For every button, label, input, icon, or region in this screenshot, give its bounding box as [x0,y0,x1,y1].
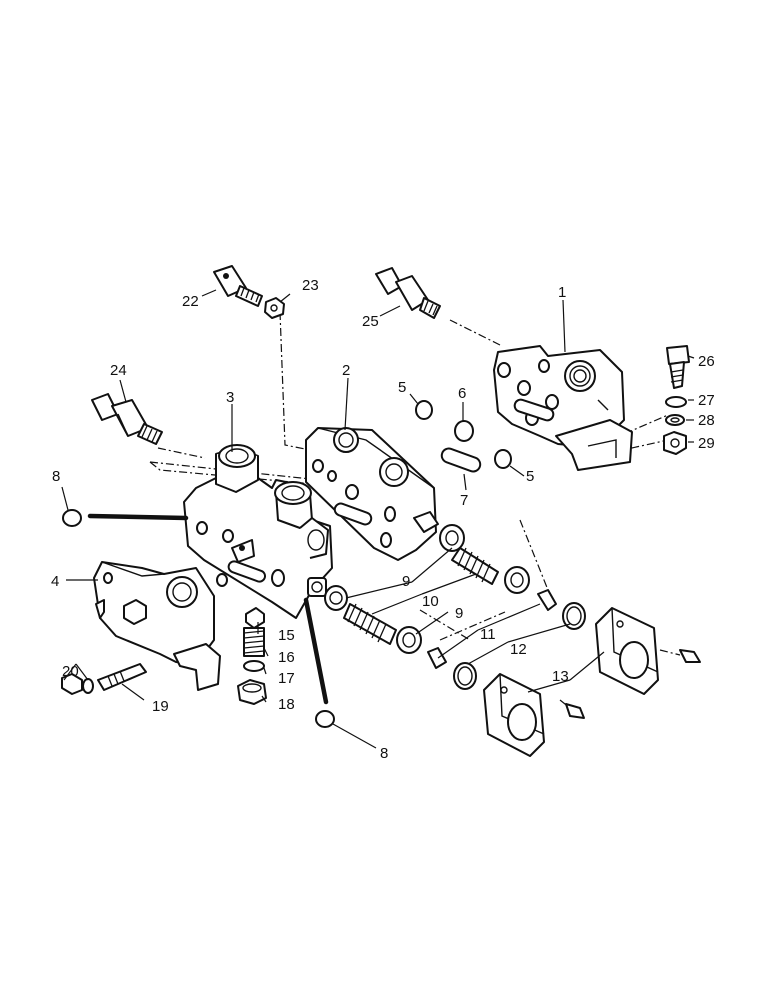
callout-22: 22 [182,293,199,310]
part-9-spring-retainer-mid [504,566,530,594]
callout-8-upper: 8 [52,468,60,485]
part-25-relief-valve [375,267,441,319]
part-13-spool-cap-left [483,673,545,757]
part-17-o-ring [243,660,265,672]
callout-25: 25 [362,313,379,330]
part-12-o-ring-lower [453,662,477,690]
part-12-o-ring-upper [562,602,586,630]
callout-20: 20 [62,663,79,680]
part-13-spool-cap-right [595,607,659,695]
callout-18: 18 [278,696,295,713]
callout-9-upper: 9 [402,573,410,590]
part-24-relief-valve [91,393,163,445]
part-19-stud [97,663,147,691]
callout-4: 4 [51,573,59,590]
part-10-spring-upper [451,547,499,585]
leader-lines [61,289,695,749]
callout-3: 3 [226,389,234,406]
callout-23: 23 [302,277,319,294]
part-8-o-ring-upper [62,509,82,527]
callout-9-lower: 9 [455,605,463,622]
part-9-spring-retainer-upper [439,524,465,552]
callout-15: 15 [278,627,295,644]
part-4-end-cover [93,561,221,691]
part-3-valve-section [183,444,333,619]
part-7-seal [440,447,482,473]
callout-1: 1 [558,284,566,301]
callout-10: 10 [422,593,439,610]
part-13-bolt-left [565,703,585,719]
part-9-spring-retainer-left [324,585,348,611]
callout-24: 24 [110,362,127,379]
part-28-lock-washer [665,414,685,426]
part-11-bolt-lower [427,647,447,669]
part-22-adjuster-screw [213,265,263,307]
part-20-nut-washer [61,673,94,695]
part-8-o-ring-lower [315,710,335,728]
port-plug [307,577,327,597]
callout-8-lower: 8 [380,745,388,762]
callout-6: 6 [458,385,466,402]
callout-26: 26 [698,353,715,370]
callout-29: 29 [698,435,715,452]
part-5-o-ring-upper [415,400,433,420]
callout-5-lower: 5 [526,468,534,485]
callout-28: 28 [698,412,715,429]
callout-19: 19 [152,698,169,715]
part-13-bolt-right [679,649,701,663]
callout-11: 11 [480,626,496,643]
callout-5-upper: 5 [398,379,406,396]
callout-27: 27 [698,392,715,409]
part-16-spring [243,627,265,657]
part-27-washer [665,396,687,408]
part-5-o-ring-lower [494,449,512,469]
part-1-end-cover [493,345,633,471]
callout-7: 7 [460,492,468,509]
callout-labels: 1 2 3 4 5 5 6 7 8 8 9 9 10 11 12 13 15 1… [51,277,715,762]
part-9-spring-retainer-lower [396,626,422,654]
part-6-o-ring [454,420,474,442]
part-11-bolt-upper [537,589,557,611]
part-26-bolt [666,345,690,389]
callout-12: 12 [510,641,527,658]
callout-16: 16 [278,649,295,666]
callout-17: 17 [278,670,295,687]
callout-2: 2 [342,362,350,379]
callout-13: 13 [552,668,569,685]
part-2-valve-section [305,427,439,561]
part-10-spring-lower [343,603,397,645]
assembly-axis-lines [149,311,681,709]
part-29-nut [663,431,687,455]
part-15-plug [245,607,265,629]
part-18-plug [237,679,267,705]
part-23-nut [264,297,285,319]
